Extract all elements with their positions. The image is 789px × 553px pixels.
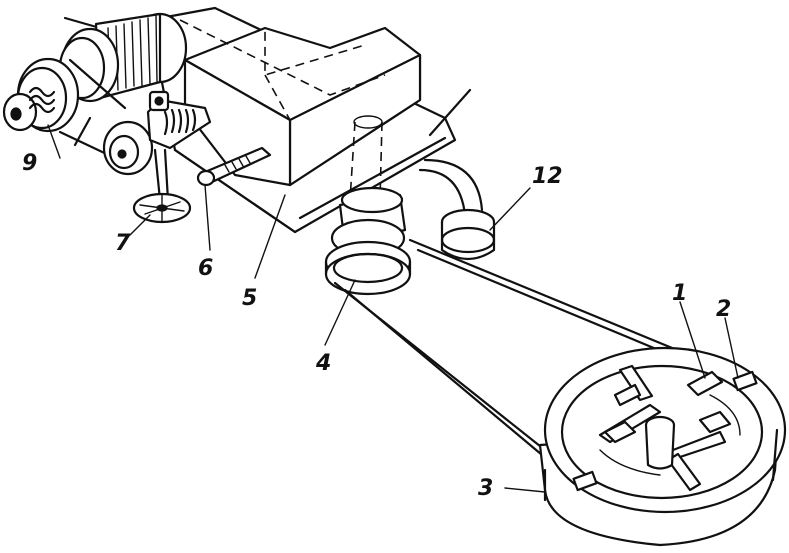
leader-lines bbox=[47, 124, 739, 493]
callout-labels: 9 7 6 5 4 12 1 2 3 bbox=[22, 151, 731, 501]
pulley-9 bbox=[2, 57, 80, 133]
label-7: 7 bbox=[115, 231, 131, 256]
shaft-6 bbox=[196, 146, 272, 187]
worm-gear-drive bbox=[102, 90, 212, 176]
label-5: 5 bbox=[242, 286, 257, 311]
label-12: 12 bbox=[532, 164, 563, 189]
label-3: 3 bbox=[478, 476, 493, 501]
centrifuge-drum-3 bbox=[538, 346, 787, 547]
label-1: 1 bbox=[672, 281, 687, 306]
label-4: 4 bbox=[315, 351, 331, 376]
label-6: 6 bbox=[198, 256, 213, 281]
hand-wheel-7 bbox=[132, 148, 192, 224]
pulley-4 bbox=[324, 186, 412, 296]
label-2: 2 bbox=[716, 297, 731, 322]
tension-pulley-12 bbox=[418, 158, 496, 261]
label-9: 9 bbox=[22, 151, 37, 176]
